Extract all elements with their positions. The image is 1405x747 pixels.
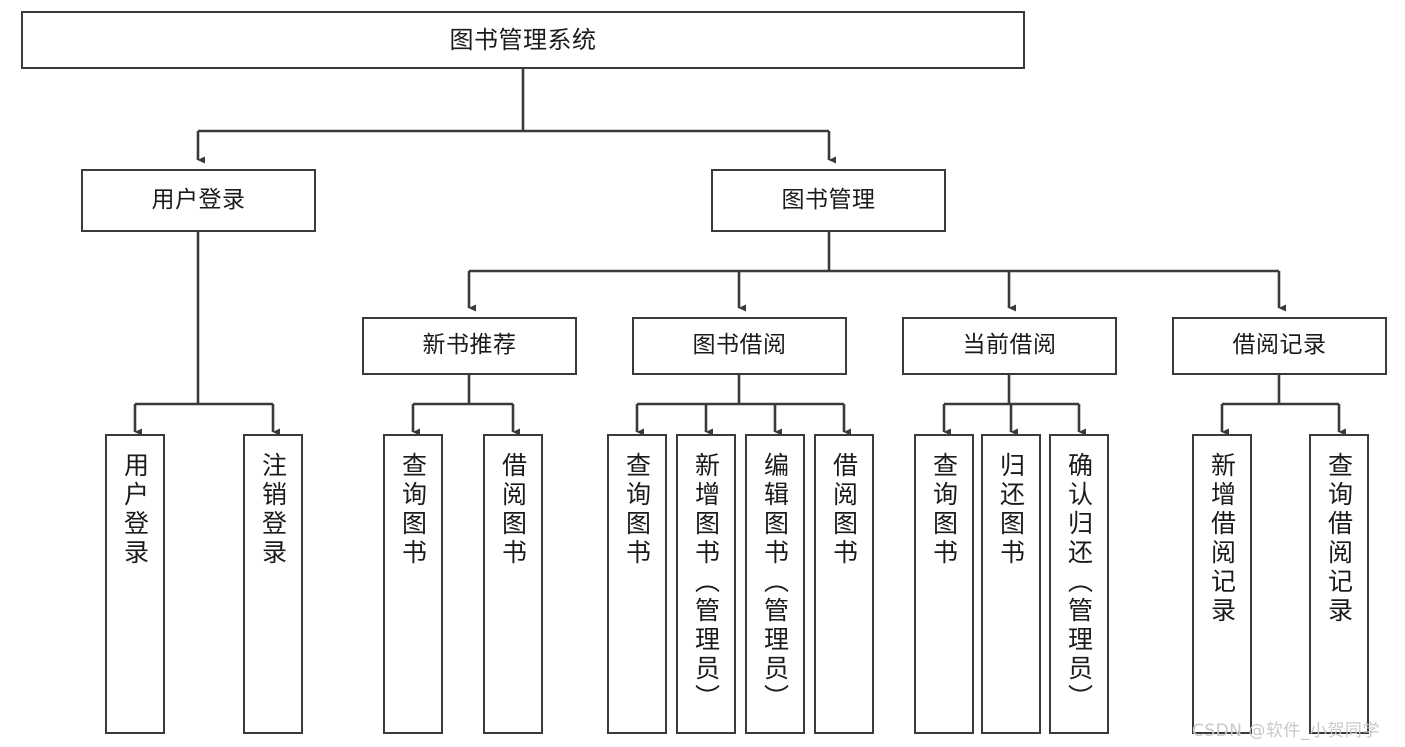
node-label: 查询借阅记录 [1324,452,1354,626]
node-current-borrow[interactable]: 当前借阅 [902,317,1117,375]
node-leaf-current-borrow-confirm[interactable]: 确认归还（管理员） [1049,434,1109,734]
node-leaf-book-borrow-lend[interactable]: 借阅图书 [814,434,874,734]
node-label: 编辑图书（管理员） [760,452,790,713]
node-label: 借阅图书 [829,452,859,568]
node-root-system[interactable]: 图书管理系统 [21,11,1025,69]
node-label: 用户登录 [120,452,150,568]
node-leaf-current-borrow-return[interactable]: 归还图书 [981,434,1041,734]
node-leaf-new-book-borrow[interactable]: 借阅图书 [483,434,543,734]
node-label: 图书管理系统 [449,25,597,54]
node-leaf-user-login-signin[interactable]: 用户登录 [105,434,165,734]
node-user-login[interactable]: 用户登录 [81,169,316,232]
node-leaf-current-borrow-query[interactable]: 查询图书 [914,434,974,734]
node-label: 用户登录 [151,186,246,213]
node-label: 注销登录 [258,452,288,568]
node-label: 借阅记录 [1232,332,1327,359]
node-leaf-borrow-record-query[interactable]: 查询借阅记录 [1309,434,1369,734]
node-book-borrow[interactable]: 图书借阅 [632,317,847,375]
node-leaf-user-login-signout[interactable]: 注销登录 [243,434,303,734]
node-label: 当前借阅 [962,332,1057,359]
node-label: 新增图书（管理员） [691,452,721,713]
node-leaf-book-borrow-edit[interactable]: 编辑图书（管理员） [745,434,805,734]
node-label: 查询图书 [929,452,959,568]
node-label: 图书管理 [781,186,876,213]
node-label: 查询图书 [622,452,652,568]
node-label: 归还图书 [996,452,1026,568]
node-label: 借阅图书 [498,452,528,568]
node-label: 图书借阅 [692,332,787,359]
csdn-watermark: CSDN @软件_小贺同学 [1192,721,1380,741]
node-leaf-book-borrow-query[interactable]: 查询图书 [607,434,667,734]
node-label: 查询图书 [398,452,428,568]
node-borrow-record[interactable]: 借阅记录 [1172,317,1387,375]
node-new-book-recommend[interactable]: 新书推荐 [362,317,577,375]
node-label: 新增借阅记录 [1207,452,1237,626]
node-leaf-new-book-query[interactable]: 查询图书 [383,434,443,734]
node-book-management[interactable]: 图书管理 [711,169,946,232]
node-label: 确认归还（管理员） [1064,452,1094,713]
node-leaf-borrow-record-add[interactable]: 新增借阅记录 [1192,434,1252,734]
node-label: 新书推荐 [422,332,517,359]
node-leaf-book-borrow-add[interactable]: 新增图书（管理员） [676,434,736,734]
